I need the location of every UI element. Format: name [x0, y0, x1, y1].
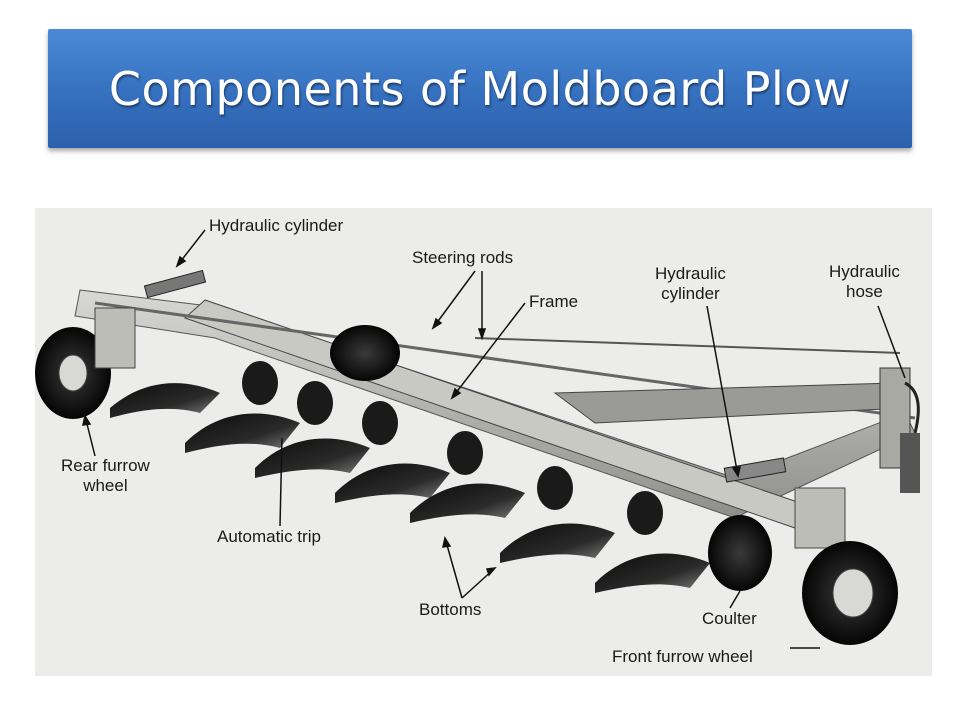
- label-rear-furrow-wheel: Rear furrow wheel: [59, 456, 152, 496]
- label-steering-rods: Steering rods: [410, 248, 516, 268]
- label-hydraulic-cylinder-front-line1: Hydraulic: [655, 264, 726, 283]
- label-rear-furrow-wheel-line2: wheel: [83, 476, 128, 495]
- coulter-disc: [708, 515, 772, 591]
- plow-diagram: Hydraulic cylinder Steering rods Frame H…: [35, 208, 932, 676]
- label-hydraulic-hose: Hydraulic hose: [827, 262, 902, 302]
- label-hydraulic-cylinder-front-line2: cylinder: [661, 284, 720, 303]
- label-coulter: Coulter: [700, 609, 759, 629]
- rear-cylinder: [143, 269, 207, 299]
- label-hydraulic-cylinder-front: Hydraulic cylinder: [653, 264, 728, 304]
- label-rear-furrow-wheel-line1: Rear furrow: [61, 456, 150, 475]
- leader-lines: [82, 229, 906, 649]
- label-hydraulic-hose-line2: hose: [845, 282, 883, 301]
- front-cylinder: [723, 457, 787, 483]
- label-hydraulic-hose-line1: Hydraulic: [829, 262, 900, 281]
- title-banner: Components of Moldboard Plow: [48, 29, 912, 148]
- label-bottoms: Bottoms: [417, 600, 484, 620]
- plow-illustration: [35, 229, 920, 649]
- rear-disc: [330, 325, 400, 381]
- front-furrow-wheel-graphic: [794, 487, 898, 645]
- automatic-trips: [242, 361, 663, 535]
- label-frame: Frame: [527, 292, 581, 312]
- hitch: [879, 367, 920, 493]
- label-automatic-trip: Automatic trip: [215, 527, 323, 547]
- rear-furrow-wheel-graphic: [35, 307, 136, 419]
- label-front-furrow-wheel: Front furrow wheel: [610, 647, 755, 667]
- slide-title: Components of Moldboard Plow: [108, 61, 852, 116]
- label-hydraulic-cylinder-rear: Hydraulic cylinder: [207, 216, 346, 236]
- plow-bottoms: [110, 383, 710, 593]
